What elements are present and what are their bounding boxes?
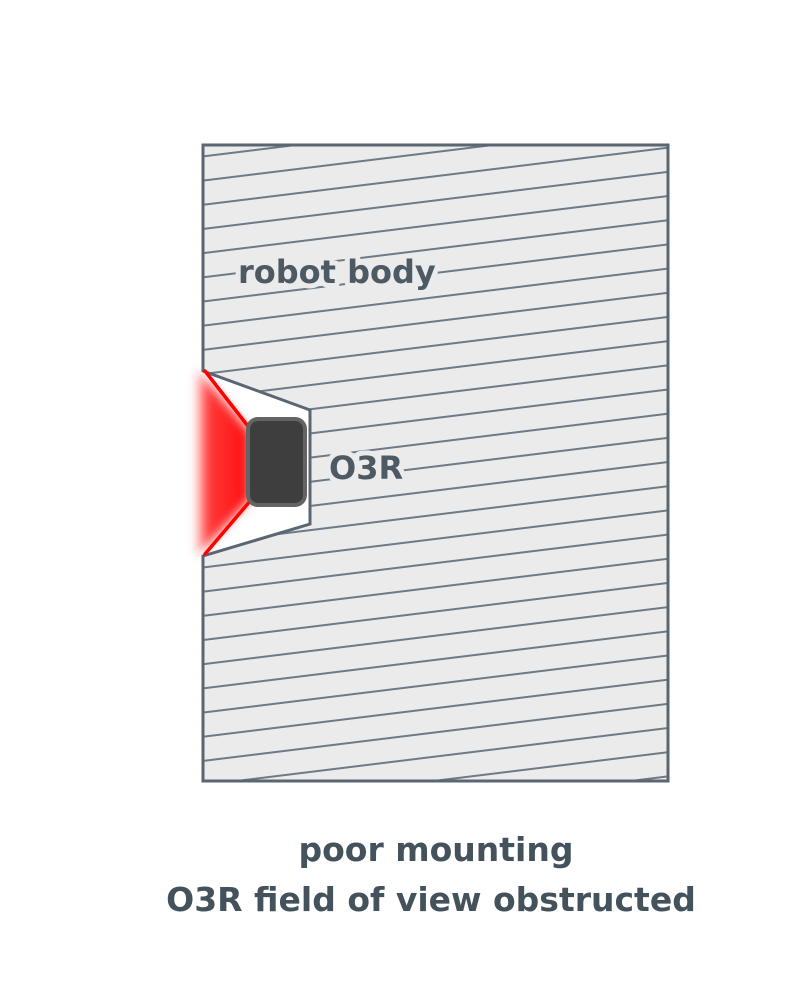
fov-cone (196, 368, 250, 558)
o3r-label: O3R (329, 449, 403, 487)
fov-obstruction-line-top (203, 369, 253, 432)
o3r-camera-outline (246, 417, 307, 507)
robot-body-label: robot body (238, 253, 436, 291)
caption-line-1: poor mounting (299, 830, 574, 869)
robot-body-shape (201, 143, 670, 783)
caption-line-2: O3R field of view obstructed (166, 880, 696, 919)
o3r-camera-icon (248, 419, 305, 505)
fov-obstruction-line-bottom (203, 498, 253, 556)
